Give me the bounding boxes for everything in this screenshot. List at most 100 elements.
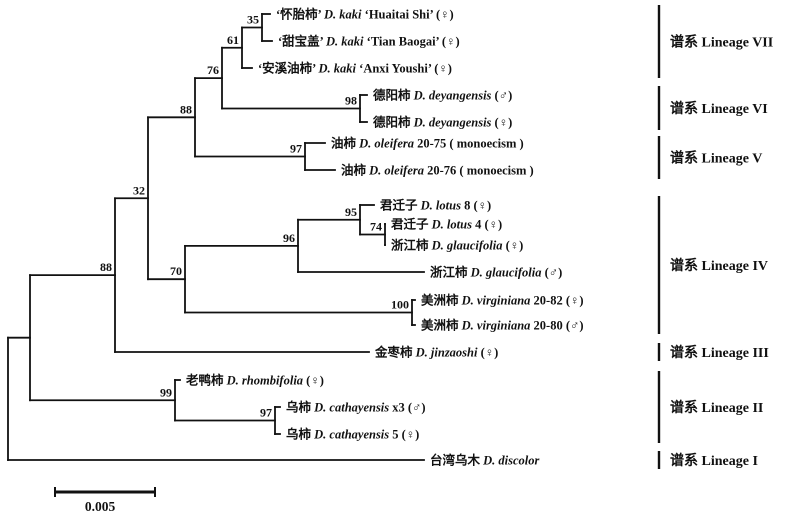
taxon-sex: (♀) — [433, 8, 454, 22]
taxon-species-name: D. rhombifolia — [226, 374, 303, 388]
taxon-label: ‘怀胎柿’ D. kaki ‘Huaitai Shi’ (♀) — [276, 7, 454, 22]
taxon-sex: (♀) — [439, 35, 460, 49]
taxon-sex: (♀) — [470, 199, 491, 213]
scale-bar-label: 0.005 — [85, 499, 116, 514]
taxon-chinese-name: 美洲柿 — [421, 293, 462, 308]
taxon-sex: (♀) — [399, 428, 420, 442]
taxon-label: 浙江柿 D. glaucifolia (♂) — [430, 265, 562, 280]
bootstrap-value: 32 — [133, 183, 145, 197]
bootstrap-value: 96 — [283, 231, 295, 245]
bootstrap-value: 74 — [370, 220, 382, 234]
taxon-species-name: D. oleifera — [358, 137, 414, 151]
taxon-label: 美洲柿 D. virginiana 20-82 (♀) — [421, 293, 584, 308]
lineage-label: 谱系 Lineage IV — [670, 257, 768, 274]
taxon-species-name: D. kaki — [323, 8, 362, 22]
taxon-chinese-name: 君迁子 — [379, 198, 421, 213]
taxon-sex: (♂) — [405, 401, 426, 415]
taxon-chinese-name: 德阳柿 — [373, 88, 414, 103]
taxon-chinese-name: 浙江柿 — [430, 265, 471, 280]
taxon-chinese-name: 君迁子 — [390, 217, 432, 232]
taxon-chinese-name: 美洲柿 — [421, 318, 462, 333]
taxon-label: 美洲柿 D. virginiana 20-80 (♂) — [421, 318, 584, 333]
taxon-strain: ‘Anxi Youshi’ — [356, 62, 432, 76]
taxon-sex: ( monoecism ) — [456, 164, 533, 178]
taxon-strain: 20-76 — [424, 164, 456, 178]
taxon-sex: (♂) — [541, 266, 562, 280]
taxon-label: 德阳柿 D. deyangensis (♂) — [373, 88, 512, 103]
taxon-species-name: D. deyangensis — [413, 89, 492, 103]
taxon-sex: (♂) — [491, 89, 512, 103]
taxon-label: 君迁子 D. lotus 8 (♀) — [379, 198, 491, 213]
taxon-strain: 4 — [472, 218, 482, 232]
taxon-species-name: D. lotus — [420, 199, 461, 213]
taxon-sex: ( monoecism ) — [446, 137, 523, 151]
lineage-label: 谱系 Lineage VI — [670, 100, 768, 117]
bootstrap-value: 61 — [227, 33, 239, 47]
taxon-sex: (♀) — [477, 346, 498, 360]
taxon-label: 浙江柿 D. glaucifolia (♀) — [391, 238, 523, 253]
taxon-chinese-name: ‘甜宝盖’ — [278, 34, 326, 49]
taxon-label: 油柿 D. oleifera 20-75 ( monoecism ) — [331, 136, 524, 151]
taxon-label: 乌柿 D. cathayensis x3 (♂) — [286, 400, 426, 415]
taxon-chinese-name: 台湾乌木 — [430, 453, 483, 468]
bootstrap-value: 98 — [345, 94, 357, 108]
taxon-species-name: D. virginiana — [461, 294, 531, 308]
taxon-chinese-name: 油柿 — [331, 136, 359, 151]
taxon-chinese-name: 浙江柿 — [391, 238, 432, 253]
taxon-strain: 5 — [389, 428, 398, 442]
taxon-strain: ‘Huaitai Shi’ — [362, 8, 434, 22]
taxon-chinese-name: 油柿 — [341, 163, 369, 178]
taxon-label: 乌柿 D. cathayensis 5 (♀) — [286, 427, 419, 442]
taxon-chinese-name: ‘怀胎柿’ — [276, 7, 324, 22]
taxon-sex: (♀) — [303, 374, 324, 388]
taxon-label: 台湾乌木 D. discolor — [430, 453, 540, 468]
scale-bar: 0.005 — [54, 487, 156, 514]
taxon-species-name: D. kaki — [325, 35, 364, 49]
taxon-species-name: D. glaucifolia — [470, 266, 542, 280]
taxon-chinese-name: ‘安溪油柿’ — [258, 61, 319, 76]
taxon-label: 油柿 D. oleifera 20-76 ( monoecism ) — [341, 163, 534, 178]
bootstrap-value: 88 — [100, 260, 112, 274]
bootstrap-value: 100 — [391, 298, 409, 312]
taxon-strain: 20-80 — [530, 319, 562, 333]
taxon-label: ‘甜宝盖’ D. kaki ‘Tian Baogai’ (♀) — [278, 34, 460, 49]
taxon-species-name: D. oleifera — [368, 164, 424, 178]
taxon-label: ‘安溪油柿’ D. kaki ‘Anxi Youshi’ (♀) — [258, 61, 452, 76]
lineage-label: 谱系 Lineage III — [670, 344, 769, 361]
taxon-strain: 8 — [461, 199, 470, 213]
taxon-strain: ‘Tian Baogai’ — [364, 35, 440, 49]
taxon-species-name: D. cathayensis — [313, 428, 389, 442]
taxon-sex: (♀) — [431, 62, 452, 76]
bootstrap-value: 97 — [290, 142, 302, 156]
taxon-species-name: D. virginiana — [461, 319, 531, 333]
lineage-label: 谱系 Lineage VII — [670, 34, 773, 51]
bootstrap-value: 99 — [160, 385, 172, 399]
taxon-chinese-name: 金枣柿 — [374, 345, 416, 360]
taxon-sex: (♀) — [502, 239, 523, 253]
taxon-species-name: D. lotus — [431, 218, 472, 232]
taxon-strain: x3 — [389, 401, 405, 415]
taxon-species-name: D. deyangensis — [413, 116, 492, 130]
taxon-strain: 20-75 — [414, 137, 446, 151]
taxon-species-name: D. glaucifolia — [431, 239, 503, 253]
taxon-label: 老鸭柿 D. rhombifolia (♀) — [185, 373, 324, 388]
taxon-sex: (♀) — [481, 218, 502, 232]
taxon-strain: 20-82 — [530, 294, 562, 308]
bootstrap-value: 95 — [345, 205, 357, 219]
lineage-label: 谱系 Lineage II — [670, 399, 763, 416]
taxon-species-name: D. discolor — [482, 454, 539, 468]
taxon-species-name: D. jinzaoshi — [415, 346, 478, 360]
tree-layer: ‘怀胎柿’ D. kaki ‘Huaitai Shi’ (♀)‘甜宝盖’ D. … — [7, 7, 584, 468]
taxon-chinese-name: 乌柿 — [286, 427, 314, 442]
taxon-label: 金枣柿 D. jinzaoshi (♀) — [374, 345, 498, 360]
bootstrap-value: 70 — [170, 264, 182, 278]
bootstrap-value: 76 — [207, 63, 219, 77]
taxon-sex: (♀) — [491, 116, 512, 130]
lineage-label: 谱系 Lineage I — [670, 452, 758, 469]
bootstrap-value: 88 — [180, 102, 192, 116]
taxon-chinese-name: 乌柿 — [286, 400, 314, 415]
taxon-label: 君迁子 D. lotus 4 (♀) — [390, 217, 502, 232]
taxon-chinese-name: 老鸭柿 — [185, 373, 227, 388]
